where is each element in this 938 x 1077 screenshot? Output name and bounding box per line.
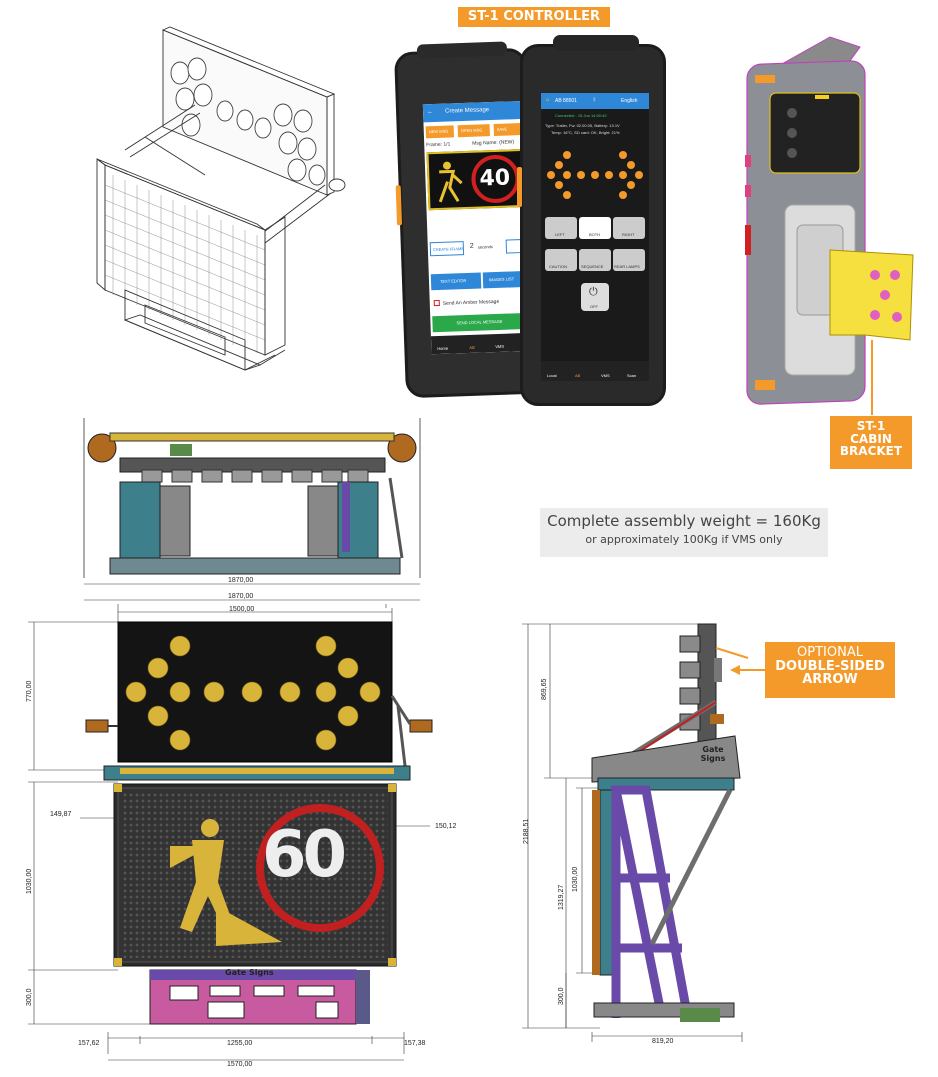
phone-left: ← Create Message NEW MSG OPEN MSG SAVE F…: [394, 41, 538, 399]
cabin-bracket-line-2: CABIN: [850, 431, 892, 446]
front-view-drawing: [28, 608, 433, 1061]
nav-local[interactable]: Local: [547, 373, 557, 378]
seconds-label: seconds: [477, 244, 493, 250]
controller-label: ST-1 CONTROLLER: [458, 7, 610, 27]
nav-vms[interactable]: VMS: [495, 343, 505, 350]
phone-right-nav: Local AB VMS Scan: [541, 361, 649, 381]
amber-lamps: [125, 635, 381, 751]
status-line-2: Temp: 16°C, SD card: OK, Bright: 21%: [551, 130, 620, 135]
dim-bottom-left: 157,62: [78, 1040, 100, 1047]
vms-roadworks-figure: [170, 819, 282, 946]
status-line-1: Type: Trailer, Fw: 02.00.05, Battery: 13…: [545, 123, 620, 128]
dim-vms-height: 1030,00: [26, 868, 33, 894]
tab-new-msg[interactable]: NEW MSG: [425, 125, 455, 139]
nav-home[interactable]: Home: [437, 345, 449, 352]
dim-left-offset: 149,87: [50, 811, 72, 818]
send-local-button[interactable]: SEND LOCAL MESSAGE: [432, 312, 529, 333]
dim-side-arrow: 869,65: [541, 678, 548, 700]
nav-vms-right[interactable]: VMS: [601, 373, 610, 378]
isometric-assembly-drawing: [96, 26, 346, 371]
frame-indicator: Frame: 1/1: [426, 141, 451, 149]
bluetooth-icon[interactable]: ᛒ: [593, 97, 597, 103]
nav-scan[interactable]: Scan: [627, 373, 637, 378]
dim-side-mid: 1319,27: [558, 884, 565, 910]
vms-speed: 60: [262, 818, 347, 892]
phone-right: ☺ AB 88501 ᛒ English Connected - 15 Jun …: [517, 35, 666, 406]
connection-status: Connected - 15 Jun 14:00:42: [555, 113, 607, 118]
dim-arrow-width: 1500,00: [229, 606, 255, 613]
phone-right-side-button: [517, 167, 522, 207]
dim-base-height: 300,0: [26, 988, 33, 1006]
dim-side-depth: 819,20: [652, 1038, 674, 1045]
create-frame-button[interactable]: CREATE FRAME: [429, 241, 465, 257]
both-button[interactable]: BOTH: [579, 217, 611, 239]
preview-speed: 40: [479, 165, 511, 192]
dim-side-base: 300,0: [558, 987, 565, 1005]
text-editor-button[interactable]: TEXT EDITOR: [430, 272, 482, 291]
weight-main: Complete assembly weight = 160Kg: [547, 512, 821, 530]
dim-right-offset: 150,12: [435, 823, 457, 830]
dim-bottom-total: 1570,00: [227, 1061, 253, 1068]
side-view-drawing: [522, 623, 749, 1042]
cabin-bracket-drawing: [745, 36, 914, 415]
left-button[interactable]: LEFT: [545, 217, 577, 239]
back-arrow-icon[interactable]: ←: [427, 109, 434, 116]
create-message-header: ← Create Message: [422, 100, 524, 123]
off-button[interactable]: ⏻ OFF: [581, 283, 609, 311]
nav-ab[interactable]: AB: [469, 344, 475, 350]
rear-lamps-button[interactable]: REAR LAMPS: [613, 249, 645, 271]
dim-side-total: 2188,51: [523, 818, 530, 844]
power-icon: ⏻: [589, 286, 598, 298]
side-brand-plate: Gate Signs: [700, 745, 726, 763]
device-id: AB 88501: [555, 98, 577, 104]
optional-arrow-label: OPTIONAL DOUBLE-SIDED ARROW: [765, 642, 895, 698]
cabin-bracket-line-1: ST-1: [856, 419, 886, 433]
create-message-title: Create Message: [444, 107, 490, 115]
tab-open-msg[interactable]: OPEN MSG: [457, 124, 490, 138]
seconds-value[interactable]: 2: [469, 242, 474, 250]
optional-arrow-line-1: OPTIONAL: [797, 645, 863, 660]
cabin-bracket-label: ST-1 CABIN BRACKET: [830, 416, 912, 469]
weight-info: Complete assembly weight = 160Kg or appr…: [540, 508, 828, 557]
dim-arrow-height: 770,00: [26, 680, 33, 702]
dim-top-width-2: 1870,00: [228, 593, 254, 600]
arrow-pointer-icon: [730, 665, 766, 675]
emoji-icon: ☺: [545, 97, 551, 103]
arrow-board-preview: [547, 151, 643, 199]
weight-sub: or approximately 100Kg if VMS only: [585, 533, 783, 546]
phone-left-side-button: [395, 185, 403, 226]
dim-side-vms: 1030,00: [572, 866, 579, 892]
phone-left-cap: [416, 41, 508, 59]
phone-left-nav: Home AB VMS: [430, 332, 532, 355]
amber-checkbox[interactable]: [433, 299, 440, 307]
nav-ab-right[interactable]: AB: [575, 373, 581, 378]
dim-top-width-1: 1870,00: [228, 577, 254, 584]
optional-arrow-line-2: DOUBLE-SIDED: [775, 658, 885, 674]
message-preview[interactable]: 40: [426, 148, 525, 211]
optional-arrow-line-3: ARROW: [802, 672, 858, 688]
amber-label: Send An Amber Message: [442, 298, 500, 307]
ab-header: ☺ AB 88501 ᛒ English: [541, 93, 649, 109]
top-view-drawing: [83, 418, 421, 608]
dim-bottom-right: 157,38: [404, 1040, 426, 1047]
caution-button[interactable]: CAUTION: [545, 249, 577, 271]
phone-left-screen: ← Create Message NEW MSG OPEN MSG SAVE F…: [422, 100, 532, 355]
tab-save[interactable]: SAVE: [493, 123, 522, 136]
brand-plate: Gate Signs: [225, 968, 274, 977]
cabin-bracket-line-3: BRACKET: [839, 444, 903, 459]
sequence-button[interactable]: SEQUENCE: [579, 249, 611, 271]
phone-right-cap: [553, 35, 639, 51]
right-button[interactable]: RIGHT: [613, 217, 645, 239]
language-select[interactable]: English: [621, 98, 638, 104]
phone-right-screen: ☺ AB 88501 ᛒ English Connected - 15 Jun …: [541, 93, 649, 381]
msg-name: Msg Name: (NEW): [472, 139, 515, 147]
dim-bottom-mid: 1255,00: [227, 1040, 253, 1047]
